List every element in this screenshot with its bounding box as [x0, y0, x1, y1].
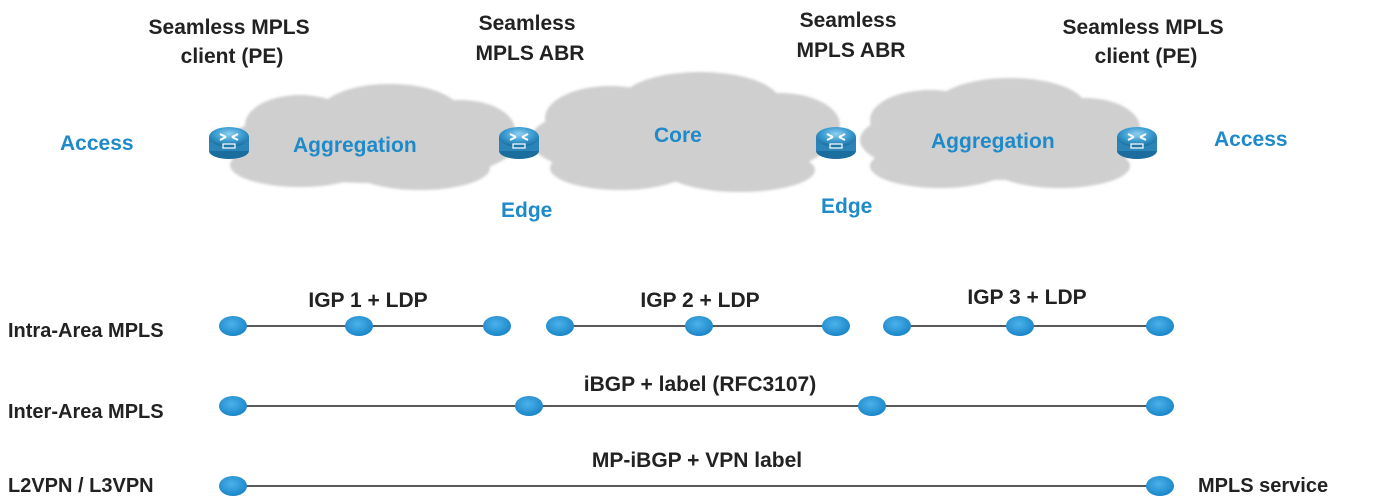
mp-ibgp-label: MP-iBGP + VPN label: [592, 449, 802, 472]
intra-node: [1006, 316, 1034, 336]
router-icon: [816, 127, 856, 159]
access-right-label: Access: [1214, 128, 1288, 151]
mpls-service-label: MPLS service: [1198, 475, 1328, 497]
edge-right-label: Edge: [821, 195, 872, 218]
intra-area-mpls-label: Intra-Area MPLS: [8, 320, 164, 342]
pe-right-label-line1: Seamless MPLS: [1063, 16, 1224, 39]
intra-node: [1146, 316, 1174, 336]
pe-left-label-line2: client (PE): [181, 45, 284, 68]
inter-node: [515, 396, 543, 416]
vpn-node: [219, 476, 247, 496]
inter-node: [1146, 396, 1174, 416]
inter-node: [858, 396, 886, 416]
inter-node: [219, 396, 247, 416]
router-icon: [209, 127, 249, 159]
abr-right-label-line1: Seamless: [800, 9, 897, 32]
aggregation-left-label: Aggregation: [293, 134, 417, 157]
pe-left-label-line1: Seamless MPLS: [149, 16, 310, 39]
router-icon: [1117, 127, 1157, 159]
aggregation-cloud-left: [225, 84, 515, 190]
protocol-nodes: [219, 316, 1174, 496]
abr-left-label-line1: Seamless: [479, 12, 576, 35]
aggregation-cloud-right: [860, 78, 1140, 188]
access-left-label: Access: [60, 132, 134, 155]
inter-area-mpls-label: Inter-Area MPLS: [8, 401, 164, 423]
pe-right-label-line2: client (PE): [1095, 45, 1198, 68]
svg-text:Seamless MPLS ABR: Seamless MPLS ABR: [797, 9, 906, 62]
igp3-ldp-label: IGP 3 + LDP: [967, 286, 1086, 309]
abr-left-label-line2: MPLS ABR: [476, 42, 585, 65]
ibgp-label: iBGP + label (RFC3107): [584, 373, 816, 396]
intra-node: [483, 316, 511, 336]
igp2-ldp-label: IGP 2 + LDP: [640, 289, 759, 312]
core-label: Core: [654, 124, 702, 147]
aggregation-right-label: Aggregation: [931, 130, 1055, 153]
intra-node: [685, 316, 713, 336]
vpn-node: [1146, 476, 1174, 496]
intra-node: [822, 316, 850, 336]
vpn-label: L2VPN / L3VPN: [8, 475, 154, 497]
svg-text:Seamless MPLS client (PE): Seamless MPLS client (PE): [149, 16, 316, 68]
intra-node: [883, 316, 911, 336]
intra-node: [546, 316, 574, 336]
router-icon: [499, 127, 539, 159]
svg-text:Seamless MPLS ABR: Seamless MPLS ABR: [476, 12, 585, 65]
svg-text:Seamless MPLS client (PE): Seamless MPLS client (PE): [1063, 16, 1230, 68]
protocol-lines: [233, 325, 1160, 487]
intra-node: [345, 316, 373, 336]
core-cloud: [530, 72, 840, 192]
edge-left-label: Edge: [501, 199, 552, 222]
abr-right-label-line2: MPLS ABR: [797, 39, 906, 62]
intra-node: [219, 316, 247, 336]
igp1-ldp-label: IGP 1 + LDP: [308, 289, 427, 312]
